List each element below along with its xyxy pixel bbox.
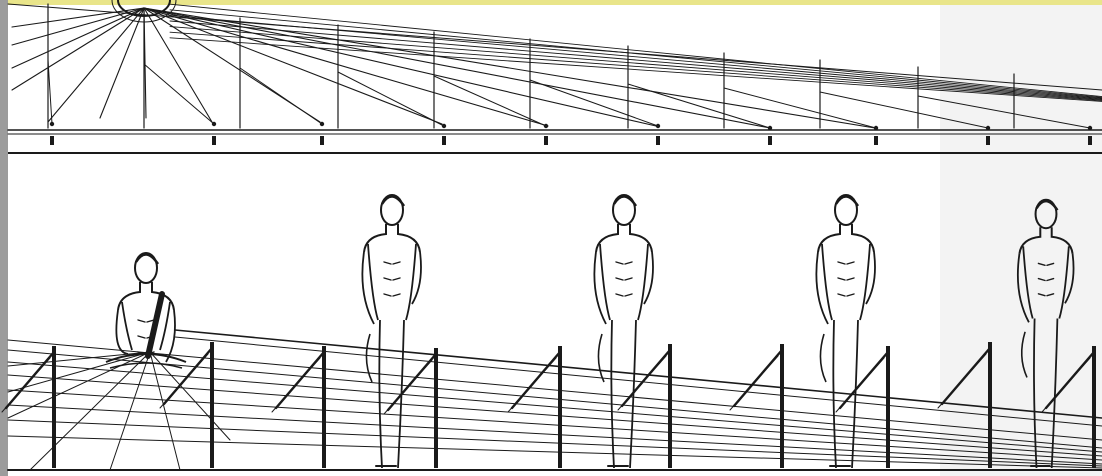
figure-muscle [847,278,854,280]
fence-post [780,344,784,468]
figure-torso [368,244,378,320]
gnomon-mark [544,136,548,145]
figure-shoulder [818,224,840,252]
figure-muscle [616,262,623,264]
shadow-ray [724,88,876,128]
figure-raised-knee [366,334,372,382]
shadow-point [442,124,446,128]
figure-muscle [393,262,400,264]
figure-shoulder [596,224,618,252]
gnomon-mark [442,136,446,145]
shadow-point [656,124,660,128]
sun-perspective-panel [8,0,1102,145]
figure-muscle [625,278,632,280]
figure-muscle [138,336,145,338]
figure-torso [860,244,870,320]
gnomon-mark [1088,136,1092,145]
figure-muscle [393,294,400,296]
page-border-left [0,0,8,476]
shadow-point [320,122,324,126]
fence-rail [8,420,1102,466]
radiating-line [150,352,180,470]
fence-post [886,346,890,468]
shadow-point [50,122,54,126]
sun-ray [144,8,770,128]
shadow-point [212,122,216,126]
figure-raised-knee [598,334,604,382]
radiating-line [30,352,150,470]
perspective-line [8,4,1102,90]
standing-figure [594,195,653,468]
gnomon-mark [50,136,54,145]
fence-post [668,344,672,468]
fence-post [1092,346,1096,468]
figure-shoulder [398,224,420,252]
gnomon-mark [768,136,772,145]
figure-raised-knee [820,334,826,382]
gnomon-mark [212,136,216,145]
figure-muscle [384,294,391,296]
figure-muscle [384,262,391,264]
figure-shoulder [364,224,386,252]
fence-rail [8,405,1102,464]
shadow-ray [628,84,770,128]
figure-muscle [384,278,391,280]
fence-post [322,346,326,468]
figure-torso [122,302,132,350]
figure-leg [833,320,836,468]
fence-rail [8,350,1102,448]
figure-muscle [838,294,845,296]
shadow-ray [144,64,214,124]
figure-arm [116,310,128,354]
gnomon-mark [986,136,990,145]
sun-ray [12,8,144,90]
figure-muscle [138,320,145,322]
figure-torso [406,244,416,320]
figure-sash [148,294,162,356]
figure-muscle [625,262,632,264]
figure-shoulder [852,224,874,252]
figure-torso [600,244,610,320]
figure-muscle [393,278,400,280]
figure-muscle [847,262,854,264]
sun-ray [48,8,144,122]
fence-post [988,342,992,468]
radiating-line [8,352,150,418]
figure-shoulder [118,282,140,310]
figure-muscle [838,262,845,264]
fence-rail [8,375,1102,456]
shadow-point [544,124,548,128]
fence-post [434,348,438,468]
figure-legs [110,363,182,368]
fence-post [210,342,214,468]
shadow-ray [434,76,546,126]
shadow-ray [240,68,322,124]
gnomon-mark [656,136,660,145]
figure-muscle [847,294,854,296]
sun-ray [144,8,548,126]
fence-brace [508,358,556,412]
figure-shoulder [630,224,652,252]
figure-muscle [616,278,623,280]
figure-muscle [625,294,632,296]
figure-torso [822,244,832,320]
fence-post [558,346,562,468]
gnomon-mark [320,136,324,145]
gnomon-mark [874,136,878,145]
fence-perspective-panel [2,195,1102,470]
figure-leg [379,320,382,468]
fence-post [52,346,56,468]
seated-figure [106,253,186,368]
figure-torso [638,244,648,320]
figure-muscle [616,294,623,296]
figure-muscle [838,278,845,280]
